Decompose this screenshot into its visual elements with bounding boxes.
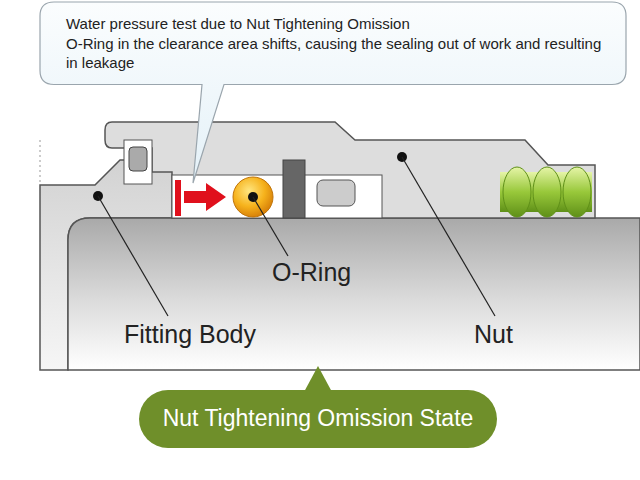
callout-text: O-Ring in the clearance area shifts, cau…	[66, 34, 604, 73]
state-band: Nut Tightening Omission State	[139, 390, 498, 448]
pointer-triangle	[304, 366, 332, 392]
leader-line	[98, 196, 168, 316]
state-text: Nut Tightening Omission State	[163, 404, 474, 434]
ring-groove	[124, 140, 152, 184]
spacer-ring	[317, 180, 355, 206]
pipe-shape	[68, 218, 640, 370]
backup-ring	[283, 160, 305, 218]
break-line	[40, 140, 41, 185]
part-label: Nut	[474, 320, 513, 349]
snap-ring	[129, 147, 147, 171]
thread-crest	[533, 167, 561, 217]
red-bar	[175, 180, 181, 216]
nut-shape	[105, 122, 595, 218]
callout-text: Water pressure test due to Nut Tightenin…	[66, 14, 604, 34]
callout-layer	[40, 2, 626, 183]
part-label: Fitting Body	[124, 320, 256, 349]
leader-line	[253, 197, 288, 256]
callout-outline	[40, 2, 626, 183]
leader-line	[402, 157, 495, 316]
thread-crest	[503, 167, 531, 217]
part-label: O-Ring	[272, 258, 351, 287]
clearance-area	[172, 175, 382, 218]
thread-crest	[563, 167, 591, 217]
callout-bubble: Water pressure test due to Nut Tightenin…	[40, 2, 626, 85]
shift-arrow	[184, 183, 226, 211]
